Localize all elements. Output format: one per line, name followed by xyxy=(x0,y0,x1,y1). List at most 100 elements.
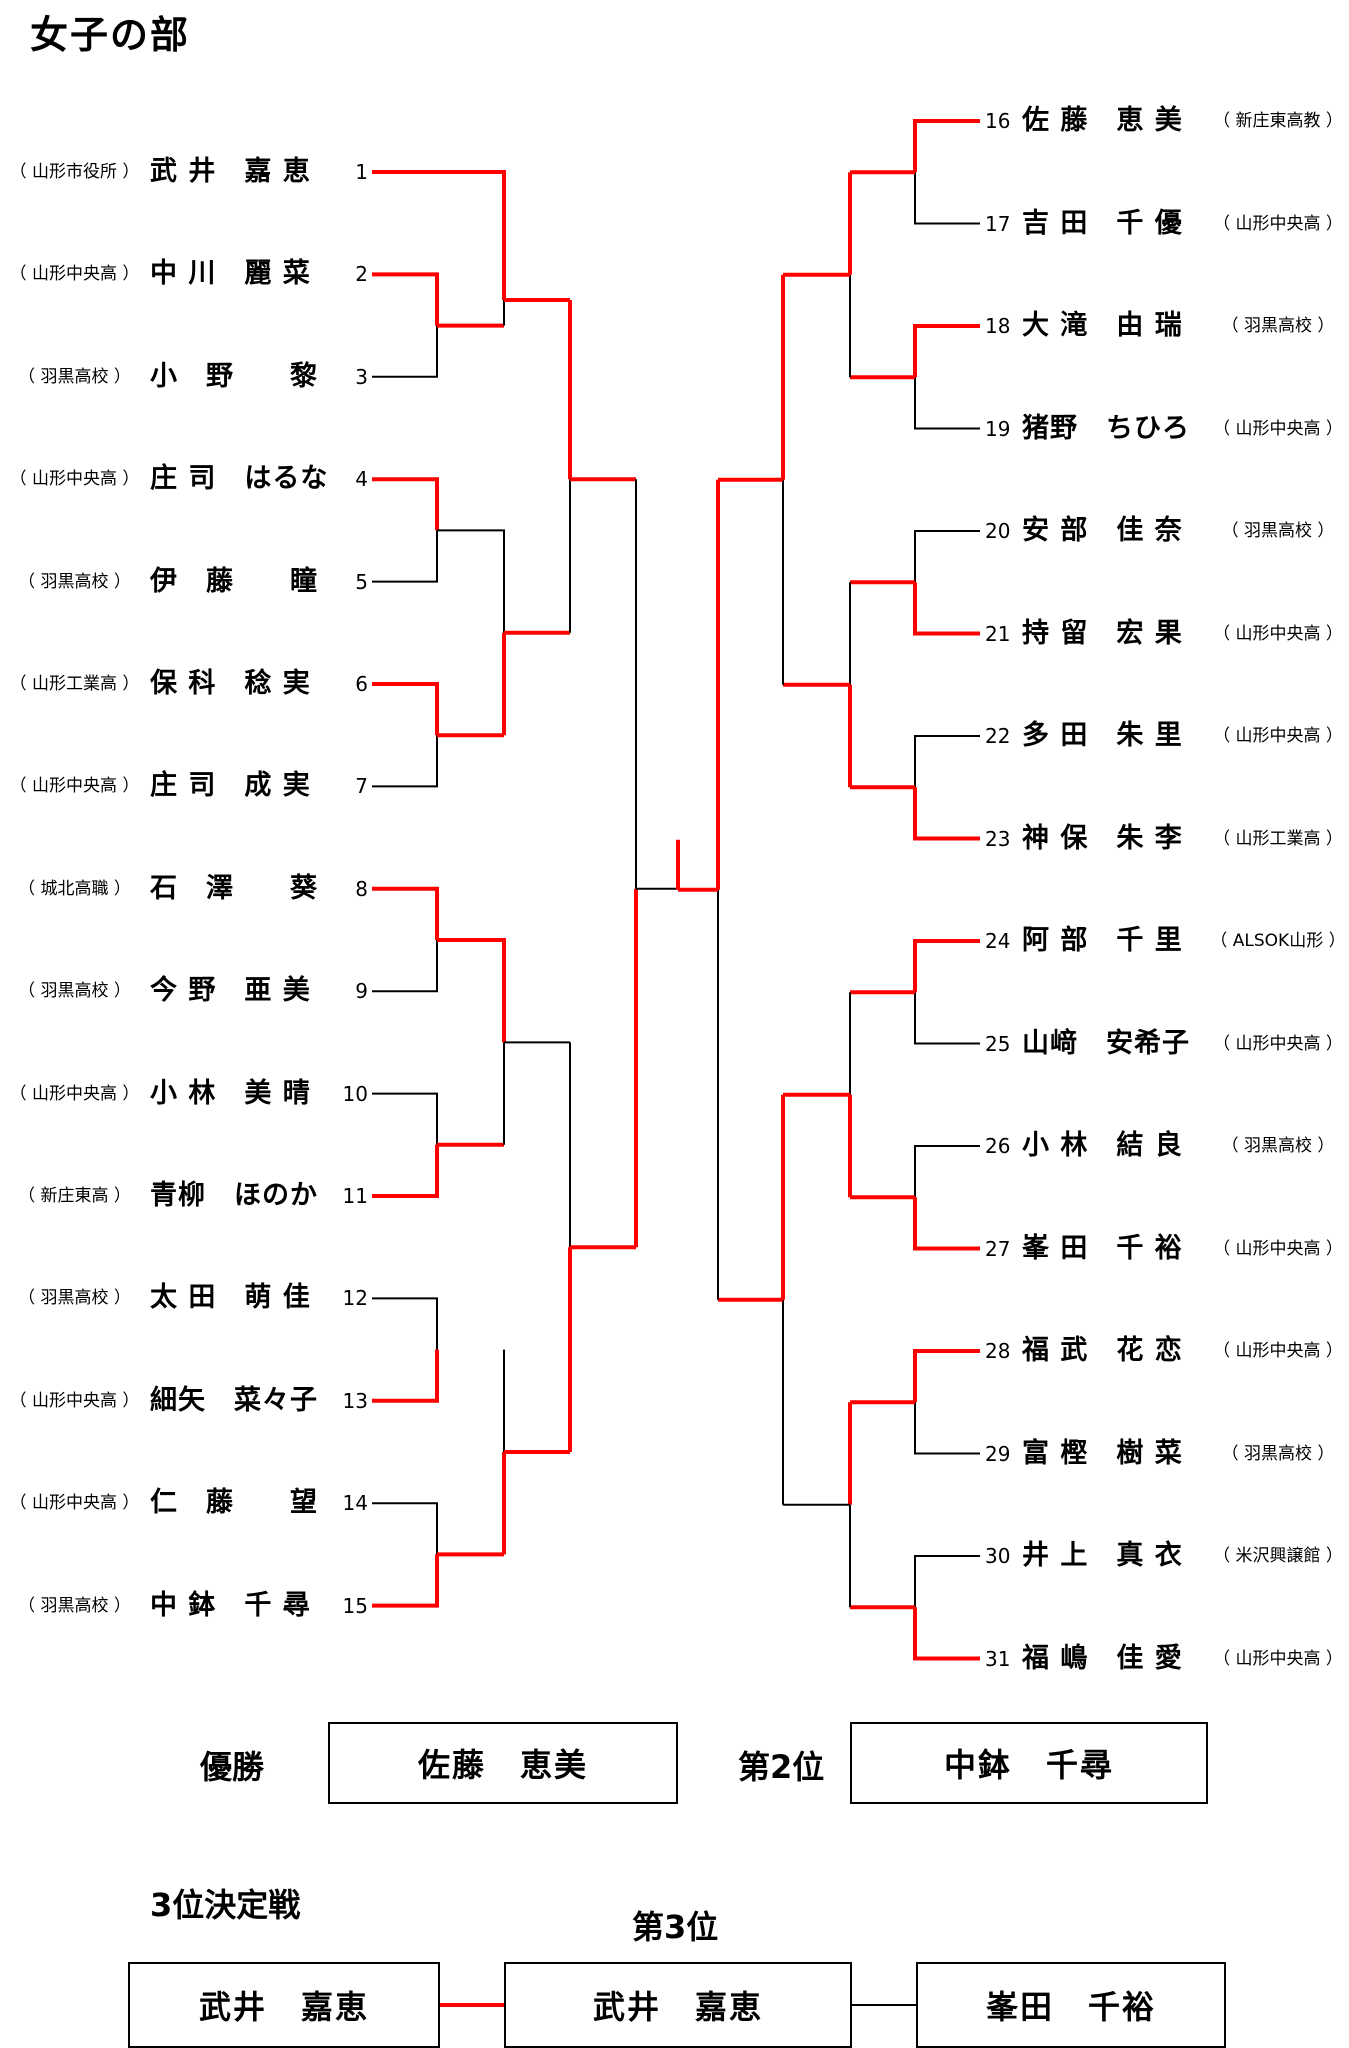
entry-number: 9 xyxy=(355,979,368,1004)
entry-number: 13 xyxy=(342,1388,368,1413)
entry-affiliation: （ 羽黒高校 ） xyxy=(1221,521,1335,541)
entry-number: 6 xyxy=(355,672,368,696)
entry-number: 19 xyxy=(985,416,1011,441)
winning-path-line xyxy=(372,1349,439,1403)
entry-name: 福 嶋 佳 愛 xyxy=(1022,1642,1183,1674)
entry-number: 21 xyxy=(985,621,1011,646)
entry-number: 16 xyxy=(985,109,1011,133)
entry-number: 24 xyxy=(985,929,1011,953)
entry-number: 2 xyxy=(355,262,368,287)
entry-name: 佐 藤 恵 美 xyxy=(1022,105,1183,136)
entry-affiliation: （ 山形中央高 ） xyxy=(9,776,140,797)
entry-affiliation: （ 米沢興譲館 ） xyxy=(1213,1546,1343,1566)
entry-number: 5 xyxy=(355,569,368,594)
third-place-left-box: 武井 嘉恵 xyxy=(128,1962,440,2048)
entry-affiliation: （ 山形中央高 ） xyxy=(1213,726,1343,746)
winning-path-line xyxy=(372,682,439,736)
entry-name: 石 澤 葵 xyxy=(150,872,318,904)
bracket-line xyxy=(914,172,980,225)
bracket-line xyxy=(372,325,438,378)
bracket-line xyxy=(372,1502,438,1555)
entry-name: 小 林 結 良 xyxy=(1022,1130,1183,1161)
entry-affiliation: （ 山形工業高 ） xyxy=(1213,828,1343,849)
entry-affiliation: （ 羽黒高校 ） xyxy=(1221,316,1335,336)
winning-path-line xyxy=(913,324,980,378)
bracket-line xyxy=(372,530,438,583)
bracket-line xyxy=(437,529,505,633)
entry-affiliation: （ ALSOK山形 ） xyxy=(1210,931,1346,951)
entry-number: 26 xyxy=(985,1134,1011,1158)
entry-name: 中 鉢 千 尋 xyxy=(150,1589,311,1621)
entry-name: 武 井 嘉 恵 xyxy=(150,156,311,187)
entry-name: 中 川 麗 菜 xyxy=(150,258,311,290)
entry-affiliation: （ 山形中央高 ） xyxy=(9,1083,140,1104)
winning-path-line xyxy=(372,1554,439,1608)
winning-path-line xyxy=(913,119,980,173)
entry-number: 14 xyxy=(342,1491,368,1516)
entry-affiliation: （ 山形中央高 ） xyxy=(1213,213,1343,234)
entry-name: 神 保 朱 李 xyxy=(1022,822,1183,854)
entry-number: 10 xyxy=(342,1081,368,1106)
winning-path-line xyxy=(372,272,439,326)
entry-affiliation: （ 山形中央高 ） xyxy=(1213,1238,1343,1259)
entry-number: 15 xyxy=(342,1593,368,1618)
entry-number: 30 xyxy=(985,1544,1011,1568)
entry-name: 仁 藤 望 xyxy=(150,1487,318,1519)
bracket-line xyxy=(372,1297,438,1350)
entry-affiliation: （ 山形中央高 ） xyxy=(1213,1033,1343,1054)
winning-path-line xyxy=(913,1607,980,1661)
third-place-right-box: 峯田 千裕 xyxy=(916,1962,1226,2048)
winning-path-line xyxy=(913,1197,980,1251)
entry-affiliation: （ 山形中央高 ） xyxy=(9,264,140,285)
second-place-box: 中鉢 千尋 xyxy=(850,1722,1208,1804)
winning-path-line xyxy=(372,1144,439,1198)
third-place-winner-box: 武井 嘉恵 xyxy=(504,1962,852,2048)
entry-affiliation: （ 羽黒高校 ） xyxy=(18,366,131,387)
entry-name: 小 林 美 晴 xyxy=(150,1077,311,1109)
bracket-line xyxy=(914,530,980,583)
winning-path-line xyxy=(913,582,980,636)
entry-affiliation: （ 新庄東高教 ） xyxy=(1213,111,1343,131)
entry-affiliation: （ 羽黒高校 ） xyxy=(1221,1136,1335,1156)
third-place-heading: 3位決定戦 xyxy=(150,1886,301,1924)
entry-number: 31 xyxy=(985,1646,1011,1671)
entry-affiliation: （ 山形中央高 ） xyxy=(1213,418,1343,439)
entry-affiliation: （ 羽黒高校 ） xyxy=(18,571,131,592)
entry-name: 庄 司 はるな xyxy=(150,463,329,495)
bracket-line xyxy=(372,940,438,993)
entry-name: 細矢 菜々子 xyxy=(150,1384,318,1416)
third-place-label: 第3位 xyxy=(632,1908,719,1946)
entry-affiliation: （ 山形中央高 ） xyxy=(9,1390,140,1411)
winner-box: 佐藤 恵美 xyxy=(328,1722,678,1804)
entry-name: 井 上 真 衣 xyxy=(1022,1540,1183,1571)
entry-number: 22 xyxy=(985,724,1011,748)
entry-name: 富 樫 樹 菜 xyxy=(1022,1437,1183,1469)
entry-affiliation: （ 羽黒高校 ） xyxy=(18,981,131,1002)
entry-affiliation: （ 山形中央高 ） xyxy=(1213,1341,1343,1361)
entry-affiliation: （ 羽黒高校 ） xyxy=(1221,1443,1335,1464)
entry-affiliation: （ 山形中央高 ） xyxy=(9,1493,140,1514)
winning-path-line xyxy=(913,939,980,993)
entry-number: 3 xyxy=(355,364,368,389)
entry-name: 安 部 佳 奈 xyxy=(1022,515,1183,546)
bracket-line xyxy=(914,735,980,788)
entry-number: 12 xyxy=(342,1286,368,1311)
entry-name: 太 田 萌 佳 xyxy=(150,1282,311,1314)
entry-number: 8 xyxy=(355,876,368,901)
entry-name: 保 科 稔 実 xyxy=(150,668,311,699)
winner-label: 優勝 xyxy=(200,1748,265,1786)
bracket-line xyxy=(914,377,980,430)
entry-number: 25 xyxy=(985,1031,1011,1056)
entry-name: 今 野 亜 美 xyxy=(150,975,311,1007)
winning-path-line xyxy=(372,886,439,940)
entry-number: 4 xyxy=(355,467,368,492)
entry-name: 峯 田 千 裕 xyxy=(1022,1232,1183,1264)
bracket-line xyxy=(914,992,980,1045)
entry-name: 山﨑 安希子 xyxy=(1022,1027,1190,1059)
entry-name: 阿 部 千 里 xyxy=(1022,925,1183,956)
entry-affiliation: （ 山形工業高 ） xyxy=(9,674,140,694)
bracket-line xyxy=(914,1145,980,1198)
entry-number: 28 xyxy=(985,1339,1011,1363)
entry-affiliation: （ 山形中央高 ） xyxy=(1213,1648,1343,1669)
